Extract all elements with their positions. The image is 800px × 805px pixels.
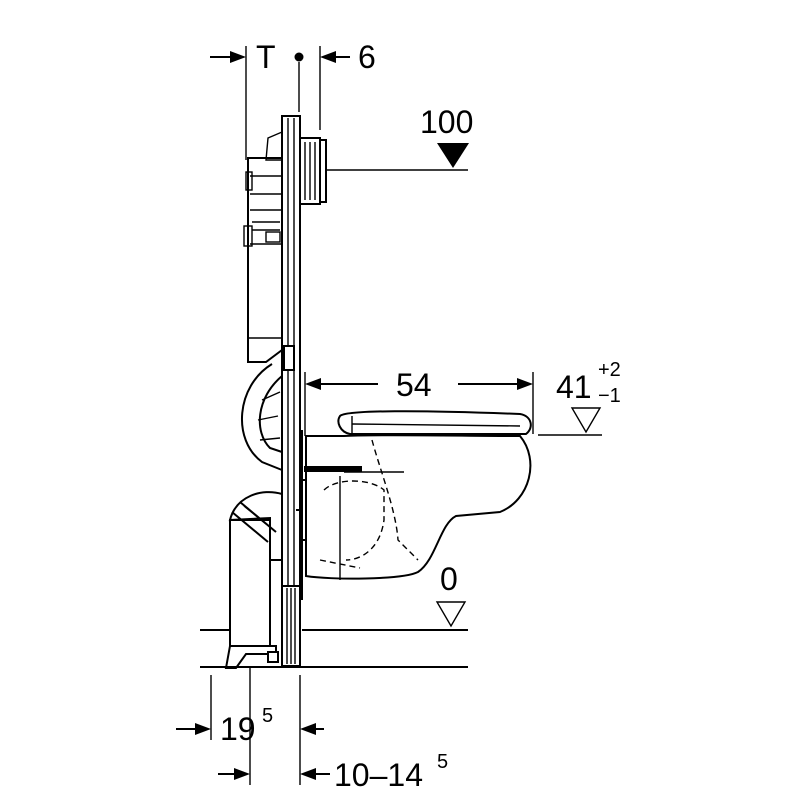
dim-T-label: T (256, 39, 276, 75)
arrow-right-icon (195, 723, 211, 735)
top-dimension: T 6 (210, 39, 376, 160)
level-41-tol-plus: +2 (598, 359, 621, 381)
level-100-label: 100 (420, 104, 473, 140)
dim-19-sup: 5 (262, 705, 273, 727)
waste-elbow (228, 491, 283, 561)
dim-54: 54 (304, 367, 534, 436)
wc-seat (337, 410, 532, 435)
level-100: 100 (326, 104, 473, 171)
wc-pan (305, 434, 532, 580)
floor (200, 629, 468, 668)
level-marker-filled-icon (437, 143, 469, 168)
level-41-label: 41 (556, 369, 592, 405)
waste-pipe (229, 519, 271, 647)
level-41-tol-minus: −1 (598, 385, 621, 407)
dim-54-label: 54 (396, 367, 432, 403)
level-marker-open-icon (435, 601, 467, 628)
dim-10-14-sup: 5 (437, 751, 448, 773)
arrow-left-icon (320, 51, 336, 63)
level-marker-open-icon (570, 407, 602, 434)
centerline-dot-icon (294, 52, 304, 62)
arrow-right-icon (234, 768, 250, 780)
installation-frame (224, 115, 327, 669)
dim-19-label: 19 (220, 711, 256, 747)
arrow-left-icon (305, 378, 321, 390)
wall-hung-wc (304, 410, 532, 580)
bottom-dimensions: 19 5 10–14 5 (176, 668, 448, 793)
arrow-right-icon (230, 51, 246, 63)
dim-10-14-label: 10–14 (334, 757, 423, 793)
cistern (247, 157, 283, 363)
level-0: 0 (435, 561, 467, 628)
dim-6-label: 6 (358, 39, 376, 75)
level-0-label: 0 (440, 561, 458, 597)
arrow-left-icon (300, 723, 316, 735)
arrow-left-icon (300, 768, 316, 780)
level-41: 41 +2 −1 (538, 359, 621, 436)
arrow-right-icon (517, 378, 533, 390)
